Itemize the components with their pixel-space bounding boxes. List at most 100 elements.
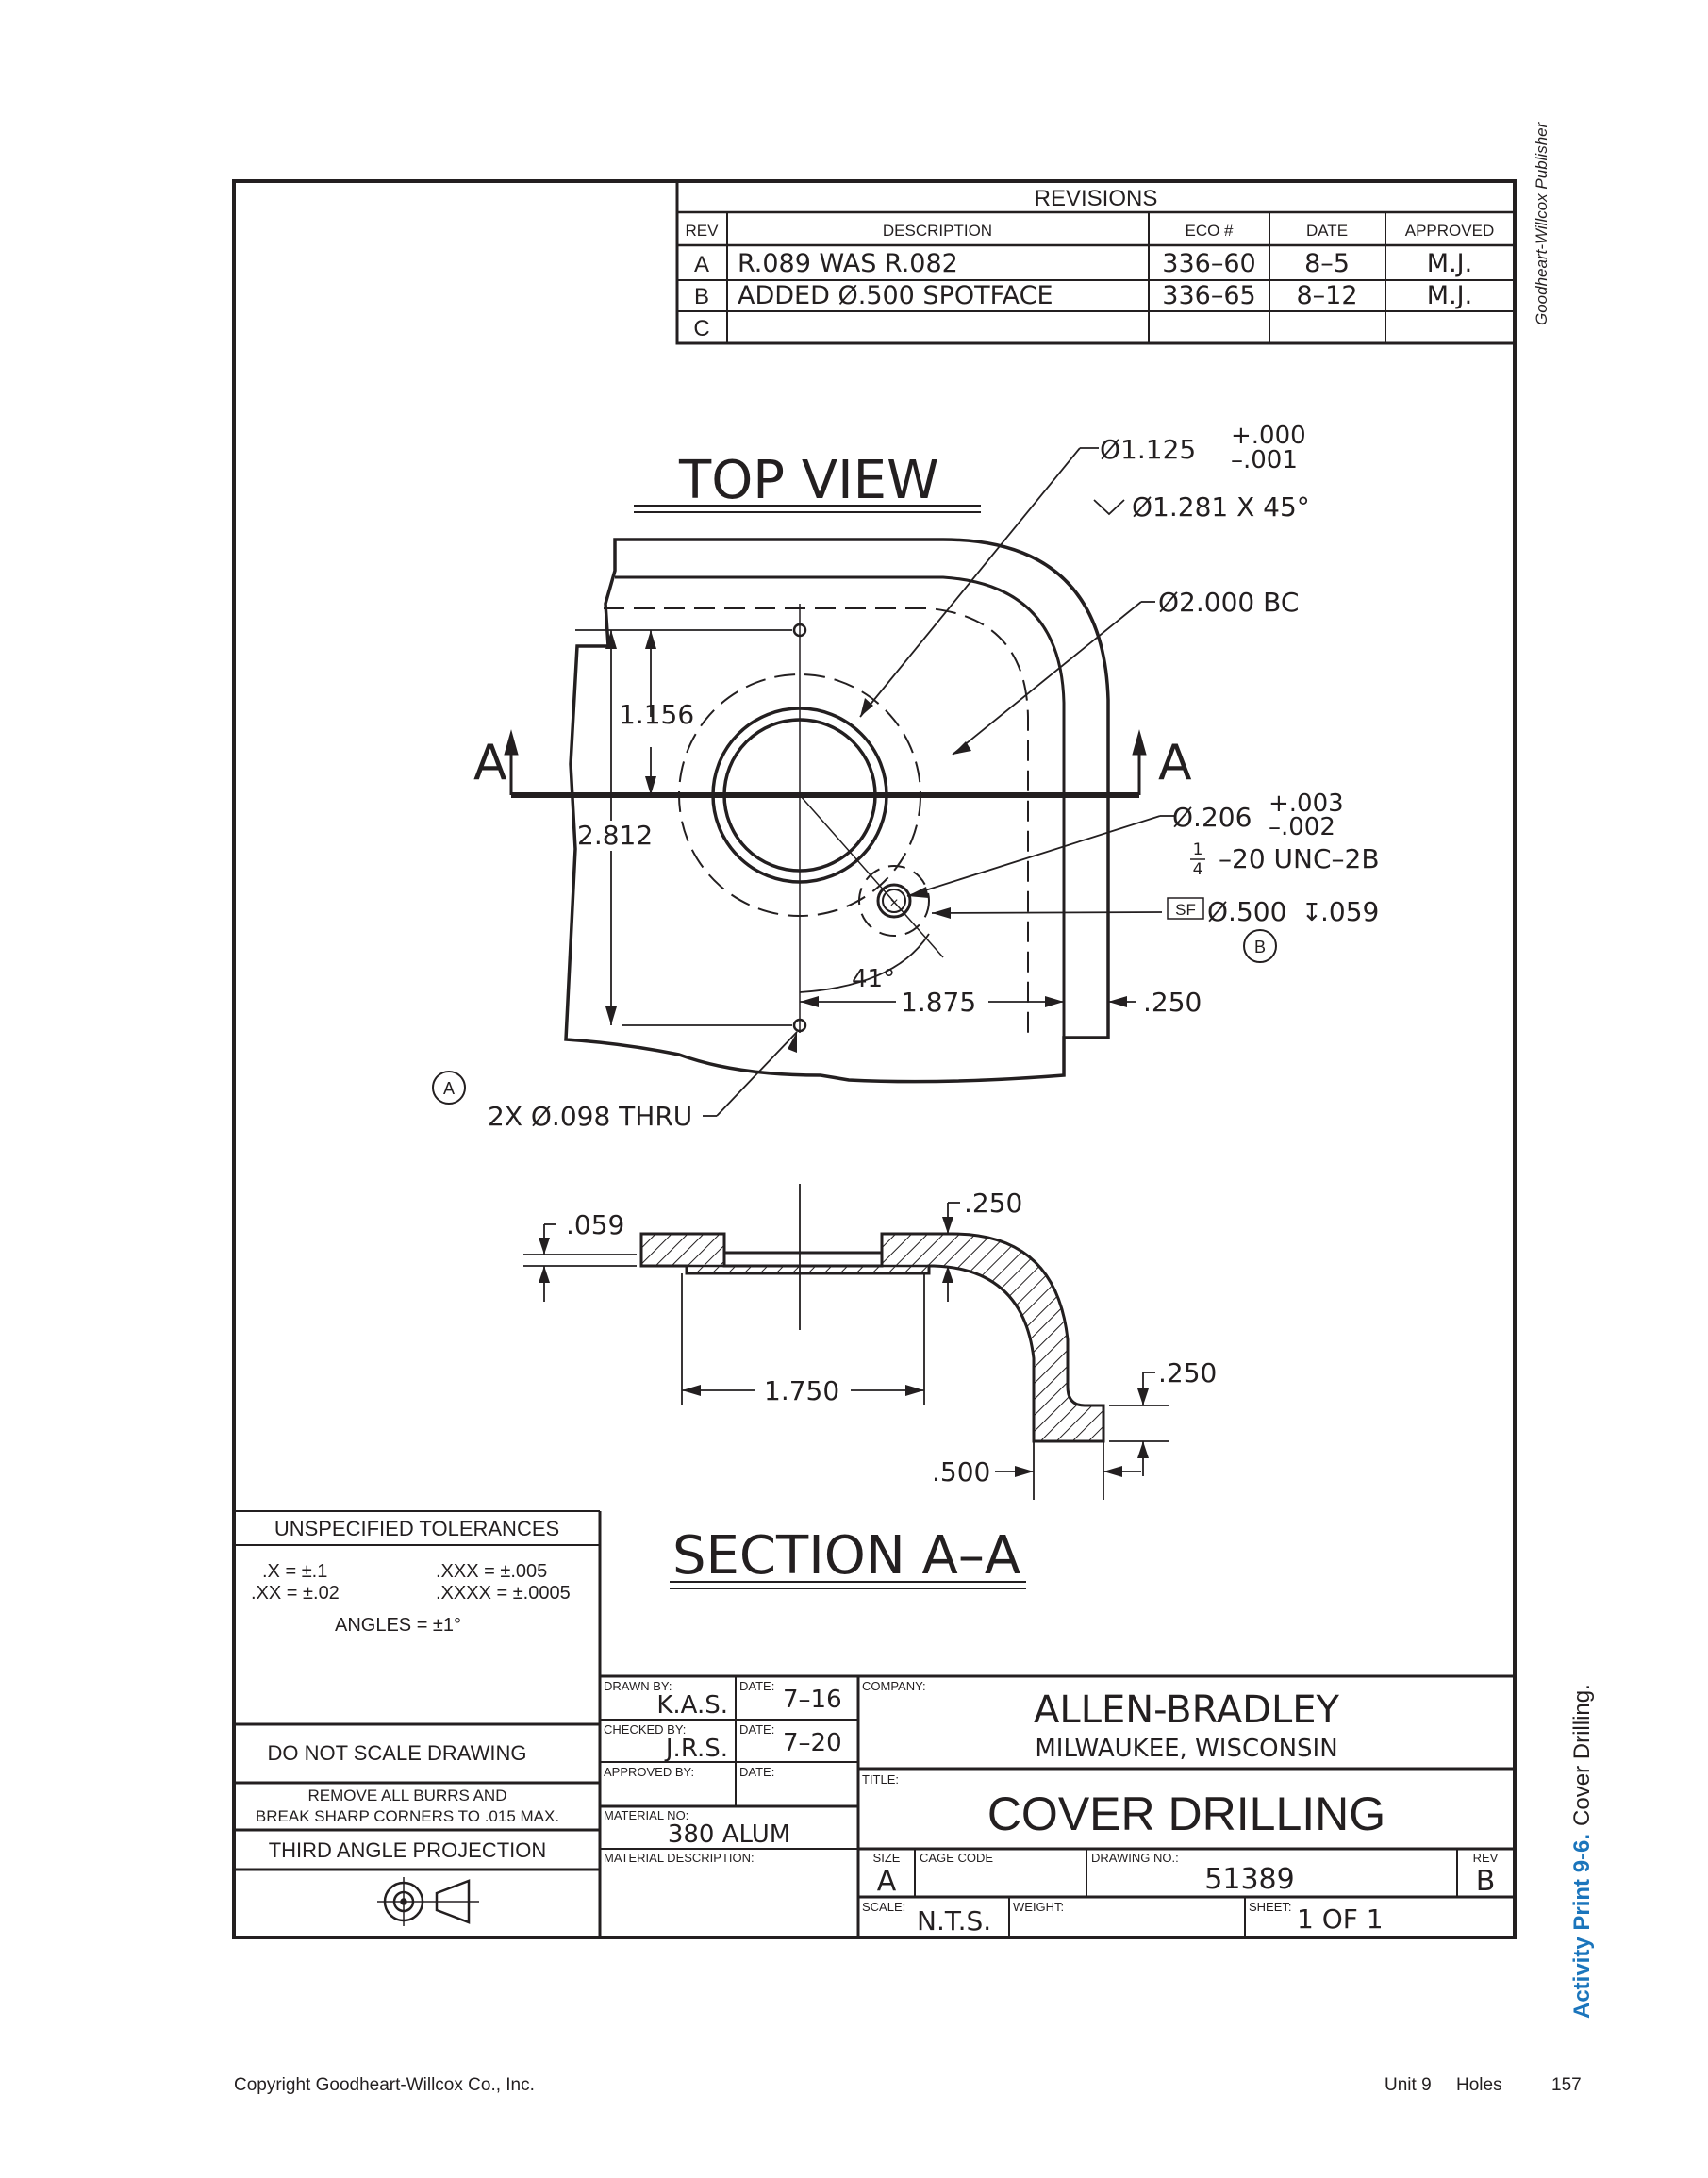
note-burrs-line1: REMOVE ALL BURRS AND xyxy=(308,1787,507,1804)
rev-a-eco: 336–60 xyxy=(1162,249,1255,278)
chamfer-dim: Ø1.281 X 45° xyxy=(1132,491,1310,523)
spotface-symbol: SF xyxy=(1175,901,1196,919)
size-label: SIZE xyxy=(873,1851,901,1865)
company-city: MILWAUKEE, WISCONSIN xyxy=(1035,1735,1337,1763)
material-no-label: MATERIAL NO: xyxy=(604,1808,688,1822)
cage-code-label: CAGE CODE xyxy=(920,1851,993,1865)
rev-b-eco: 336–65 xyxy=(1162,281,1255,310)
dim-2812: 2.812 xyxy=(577,820,653,851)
weight-label: WEIGHT: xyxy=(1013,1900,1064,1914)
sheet-label: SHEET: xyxy=(1249,1900,1292,1914)
material-desc-label: MATERIAL DESCRIPTION: xyxy=(604,1851,755,1865)
checked-by-value: J.R.S. xyxy=(664,1735,728,1763)
footer-copyright: Copyright Goodheart-Willcox Co., Inc. xyxy=(234,2075,535,2095)
top-view-part: × xyxy=(564,538,1110,1084)
checked-date-value: 7–20 xyxy=(783,1729,842,1757)
note-projection: THIRD ANGLE PROJECTION xyxy=(269,1838,547,1862)
rev-a-date: 8–5 xyxy=(1304,249,1350,278)
section-dim-250-right: .250 xyxy=(1158,1357,1217,1388)
scale-label: SCALE: xyxy=(862,1900,905,1914)
rev-b-description: ADDED Ø.500 SPOTFACE xyxy=(738,281,1053,310)
side-caption: Activity Print 9-6. Cover Drilling. xyxy=(1569,1684,1595,2019)
drawn-by-label: DRAWN BY: xyxy=(604,1679,672,1693)
top-view-title: TOP VIEW xyxy=(678,450,938,511)
tap-tol-minus: –.002 xyxy=(1269,813,1335,841)
bore-diameter-dim: Ø1.125 xyxy=(1100,434,1196,465)
thread-spec: –20 UNC–2B xyxy=(1219,843,1380,874)
rev-c-letter: C xyxy=(693,316,709,341)
tolerance-xxx: .XXX = ±.005 xyxy=(436,1561,547,1582)
scale-value: N.T.S. xyxy=(917,1905,991,1937)
rev-label: REV xyxy=(1473,1851,1499,1865)
sheet-value: 1 OF 1 xyxy=(1297,1904,1384,1935)
bore-tol-plus: +.000 xyxy=(1231,422,1306,450)
caption-text: Cover Drilling. xyxy=(1569,1684,1595,1826)
rev-value: B xyxy=(1476,1865,1496,1898)
size-value: A xyxy=(877,1865,897,1898)
tolerance-xx: .XX = ±.02 xyxy=(251,1583,340,1604)
date-col-header: DATE xyxy=(1306,222,1348,240)
drawing-no-label: DRAWING NO.: xyxy=(1091,1851,1179,1865)
bore-tol-minus: –.001 xyxy=(1231,446,1298,474)
section-dim-250-top: .250 xyxy=(964,1188,1022,1219)
drawn-date-value: 7–16 xyxy=(783,1686,842,1714)
rev-col-header: REV xyxy=(686,222,720,240)
title-block xyxy=(600,1674,1515,1937)
rev-a-approved: M.J. xyxy=(1427,249,1472,278)
tolerance-angles: ANGLES = ±1° xyxy=(335,1615,461,1636)
spotface-depth-symbol: ↧ xyxy=(1302,899,1322,927)
dim-250-top-view: .250 xyxy=(1143,987,1202,1018)
publisher-credit: Goodheart-Willcox Publisher xyxy=(1533,121,1550,325)
footer-page: 157 xyxy=(1551,2075,1582,2095)
tap-tol-plus: +.003 xyxy=(1269,790,1344,818)
dim-1875: 1.875 xyxy=(901,987,976,1018)
approved-col-header: APPROVED xyxy=(1405,222,1494,240)
revisions-title: REVISIONS xyxy=(1035,186,1158,211)
thread-fraction-num: 1 xyxy=(1193,840,1203,859)
checked-date-label: DATE: xyxy=(739,1722,774,1737)
tap-drill-dim: Ø.206 xyxy=(1172,802,1252,833)
section-cutting-plane xyxy=(504,729,1147,798)
footer-chapter: Holes xyxy=(1456,2075,1502,2095)
drawn-by-value: K.A.S. xyxy=(656,1691,728,1720)
rev-b-approved: M.J. xyxy=(1427,281,1472,310)
revision-balloon-a-label: A xyxy=(443,1079,455,1098)
note-burrs-line2: BREAK SHARP CORNERS TO .015 MAX. xyxy=(256,1807,559,1825)
drawn-date-label: DATE: xyxy=(739,1679,774,1693)
caption-label: Activity Print 9-6. xyxy=(1569,1834,1595,2019)
section-dim-1750: 1.750 xyxy=(764,1375,839,1406)
section-view-part xyxy=(639,1232,1105,1443)
dim-1156: 1.156 xyxy=(619,699,694,730)
title-label: TITLE: xyxy=(862,1772,899,1787)
holes-note: 2X Ø.098 THRU xyxy=(488,1101,692,1132)
rev-b-date: 8–12 xyxy=(1296,281,1357,310)
dim-angle-41: 41° xyxy=(852,965,895,993)
company-label: COMPANY: xyxy=(862,1679,926,1693)
revision-balloon-b-label: B xyxy=(1254,938,1266,956)
footer-unit: Unit 9 xyxy=(1385,2075,1432,2095)
note-do-not-scale: DO NOT SCALE DRAWING xyxy=(267,1741,526,1765)
tolerance-xxxx: .XXXX = ±.0005 xyxy=(436,1583,571,1604)
drawing-title: COVER DRILLING xyxy=(987,1787,1385,1840)
approved-by-label: APPROVED BY: xyxy=(604,1765,694,1779)
rev-a-description: R.089 WAS R.082 xyxy=(738,249,958,278)
tolerances-title: UNSPECIFIED TOLERANCES xyxy=(274,1517,559,1540)
company-name: ALLEN-BRADLEY xyxy=(1034,1688,1339,1732)
spotface-symbol-box xyxy=(1167,897,1204,920)
description-col-header: DESCRIPTION xyxy=(883,222,992,240)
thread-fraction-den: 4 xyxy=(1193,860,1203,879)
section-letter-left: A xyxy=(473,735,507,791)
svg-text:Activity Print 9-6.Cover Drill: Activity Print 9-6. Cover Drilling. xyxy=(1569,1684,1595,2019)
section-letter-right: A xyxy=(1158,735,1192,791)
revision-balloon-a xyxy=(432,1071,466,1105)
svg-text:×: × xyxy=(889,895,898,911)
checked-by-label: CHECKED BY: xyxy=(604,1722,686,1737)
third-angle-projection-icon xyxy=(377,1877,479,1926)
top-view-arrowheads xyxy=(605,630,1127,1053)
material-no-value: 380 ALUM xyxy=(668,1821,790,1849)
notes-block xyxy=(234,1510,602,1937)
rev-a-letter: A xyxy=(694,252,709,277)
drawing-border xyxy=(232,179,1517,1939)
section-view-arrowheads xyxy=(539,1217,1149,1477)
